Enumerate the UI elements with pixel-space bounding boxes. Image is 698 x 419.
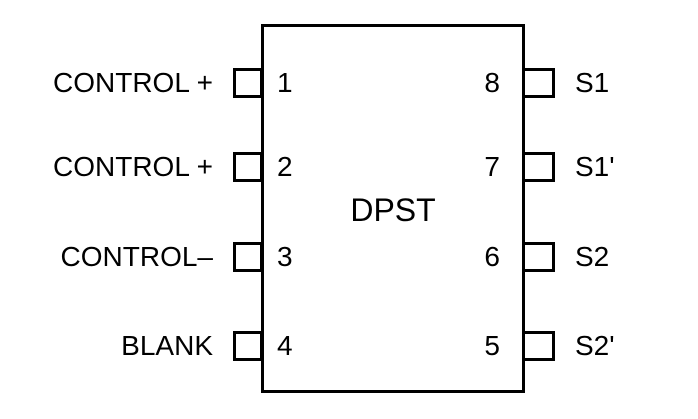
pin-4-box (233, 331, 263, 361)
pin-6-box (522, 242, 555, 272)
pin-3-number: 3 (277, 241, 293, 272)
pin-8-box (522, 68, 555, 98)
pin-7-number: 7 (484, 151, 500, 182)
pin-2-number: 2 (277, 151, 293, 182)
ic-body-outline (261, 24, 525, 393)
pin-8-label: S1 (575, 67, 610, 98)
pin-5-label: S2' (575, 330, 615, 361)
pin-3-label: CONTROL– (60, 241, 213, 272)
pin-2-label: CONTROL + (53, 151, 213, 182)
pin-5-number: 5 (484, 330, 500, 361)
pin-7-label: S1' (575, 151, 615, 182)
pin-7-box (522, 152, 555, 182)
pin-5-box (522, 331, 555, 361)
pin-6-label: S2 (575, 241, 610, 272)
pin-1-box (233, 68, 263, 98)
pin-4-number: 4 (277, 330, 293, 361)
pin-3-box (233, 242, 263, 272)
pin-1-number: 1 (277, 67, 293, 98)
pin-8-number: 8 (484, 67, 500, 98)
pin-2-box (233, 152, 263, 182)
pin-1-label: CONTROL + (53, 67, 213, 98)
pin-6-number: 6 (484, 241, 500, 272)
pin-4-label: BLANK (121, 330, 213, 361)
ic-title: DPST (350, 192, 436, 228)
